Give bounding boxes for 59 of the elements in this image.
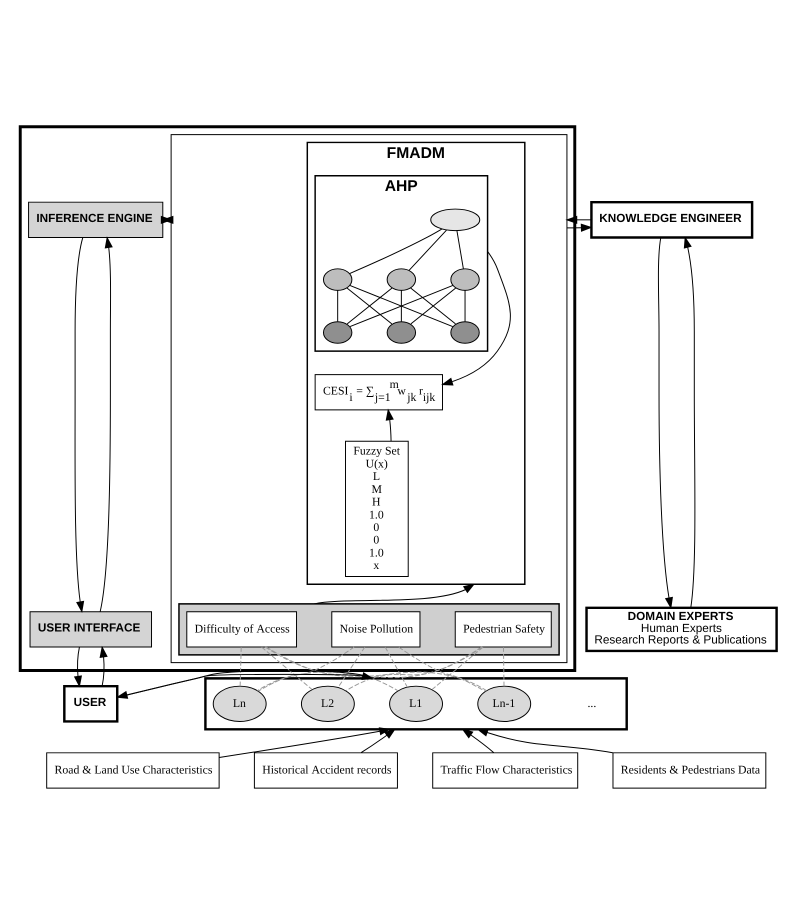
node-circle bbox=[322, 320, 352, 344]
connector bbox=[240, 646, 242, 686]
connector bbox=[464, 289, 466, 322]
connector bbox=[408, 229, 448, 270]
node-box: Pedestrian Safety bbox=[454, 610, 552, 647]
arrow bbox=[386, 408, 394, 442]
node-box: DOMAIN EXPERTS Human Experts Research Reports & Publications bbox=[585, 606, 778, 652]
arrow bbox=[684, 236, 696, 608]
connector bbox=[349, 228, 442, 274]
node-ellipse: Ln bbox=[212, 685, 267, 722]
label: ... bbox=[588, 696, 596, 710]
node-box: Residents & Pedestrians Data bbox=[612, 752, 766, 788]
node-box: Traffic Flow Characteristics bbox=[432, 752, 578, 788]
node-ellipse: L1 bbox=[389, 685, 443, 722]
arrow bbox=[565, 215, 592, 224]
arrow bbox=[441, 250, 511, 386]
connector bbox=[456, 230, 464, 269]
connector bbox=[432, 646, 484, 690]
node-box: Fuzzy Set U(x) L M H 1.0 0 0 1.0 x bbox=[345, 440, 409, 576]
connector bbox=[384, 646, 408, 688]
node-circle bbox=[386, 320, 416, 344]
arrow bbox=[218, 726, 392, 758]
connector bbox=[266, 646, 398, 691]
node-box: Road & Land Use Characteristics bbox=[46, 752, 220, 788]
connector bbox=[398, 646, 486, 692]
cluster bbox=[204, 676, 628, 730]
node-circle bbox=[322, 268, 352, 290]
connector bbox=[337, 289, 338, 322]
node-ellipse: Ln-1 bbox=[477, 685, 532, 722]
arrow bbox=[74, 236, 84, 613]
node-ellipse: L2 bbox=[300, 685, 355, 722]
node-box: KNOWLEDGE ENGINEER bbox=[590, 200, 754, 238]
node-circle bbox=[450, 268, 480, 290]
connector bbox=[338, 646, 366, 688]
connector bbox=[261, 646, 312, 690]
arrow bbox=[360, 728, 396, 753]
node-box: Noise Pollution bbox=[331, 610, 420, 647]
arrow bbox=[566, 223, 593, 232]
connector bbox=[258, 646, 355, 691]
node-box: Historical Accident records bbox=[254, 752, 398, 788]
arrow bbox=[100, 236, 113, 612]
node-circle bbox=[386, 268, 416, 290]
connector bbox=[346, 646, 482, 691]
cluster bbox=[170, 134, 568, 663]
arrow bbox=[461, 728, 494, 753]
cluster: AHP bbox=[314, 174, 488, 352]
node-circle bbox=[430, 208, 480, 231]
arrow bbox=[476, 728, 614, 753]
arrow bbox=[658, 236, 673, 609]
arrow bbox=[314, 583, 476, 604]
arrow bbox=[100, 645, 108, 686]
arrow bbox=[74, 646, 82, 688]
node-circle bbox=[450, 320, 480, 344]
connector bbox=[400, 289, 402, 322]
node-box: Difficulty of Access bbox=[186, 610, 298, 647]
connector bbox=[502, 646, 504, 686]
node-box: USER bbox=[63, 684, 118, 722]
cluster bbox=[178, 602, 560, 656]
node-box: USER INTERFACE bbox=[30, 610, 152, 647]
